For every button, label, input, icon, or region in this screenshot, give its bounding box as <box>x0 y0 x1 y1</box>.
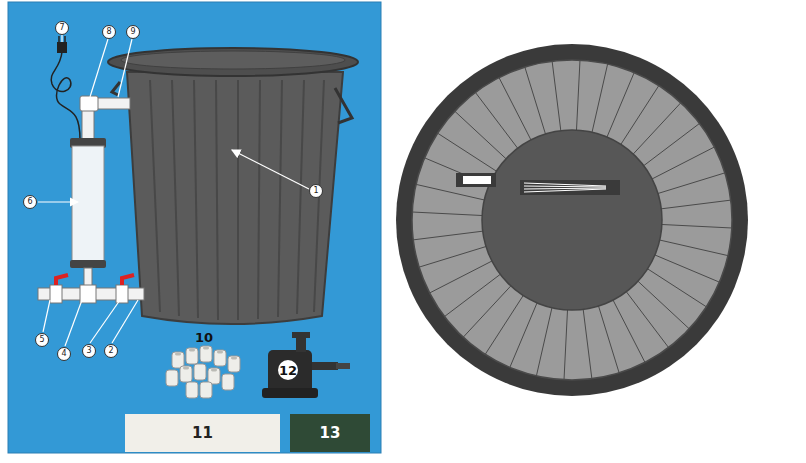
outlet-pipe <box>80 96 130 142</box>
pump <box>262 332 350 398</box>
ring-segment-line <box>552 61 561 130</box>
ring-segment-line <box>455 111 506 159</box>
ring-segment-line <box>583 309 592 378</box>
ring-segment-line <box>412 212 482 215</box>
bottom-pipe <box>38 275 144 303</box>
ring-segment-line <box>419 247 486 268</box>
panel-background <box>8 2 381 453</box>
ring-segment-line <box>536 308 552 376</box>
ring-segment-line <box>660 240 728 256</box>
ring-segment-line <box>463 286 511 337</box>
ring-segment-line <box>564 310 567 380</box>
ring-segment-line <box>430 261 492 293</box>
ring-segment-line <box>633 103 681 154</box>
ring-segment-line <box>652 147 714 179</box>
callout-number: 4 <box>61 350 66 358</box>
leader-lines <box>38 35 309 346</box>
ring-segment-line <box>592 64 608 132</box>
ring-segment-line <box>658 173 725 194</box>
ring-segment-line <box>621 86 659 145</box>
ring-segment-line <box>576 60 579 130</box>
ring-segment-line <box>607 73 634 137</box>
ring-segment-line <box>438 133 497 171</box>
top-view <box>396 44 748 396</box>
part-number: 13 <box>320 424 341 442</box>
ring-segment-line <box>510 303 537 367</box>
ring-segment-line <box>499 78 531 140</box>
filter-pad: 11 <box>125 414 280 452</box>
power-cord <box>51 36 80 140</box>
filter-column <box>70 138 106 290</box>
callout-number: 6 <box>27 198 32 206</box>
ring-segment-line <box>662 224 732 227</box>
filter-mat: 13 <box>290 414 370 452</box>
ring-segment-line <box>655 255 719 282</box>
ring-segment-line <box>648 269 707 307</box>
part-number: 12 <box>279 364 297 377</box>
callout-circles <box>24 22 323 361</box>
part-number: 10 <box>195 331 213 344</box>
ring-segment-line <box>525 67 546 134</box>
ring-segment-line <box>638 281 689 329</box>
callout-number: 5 <box>39 336 44 344</box>
callout-number: 1 <box>313 187 318 195</box>
callout-number: 8 <box>106 28 111 36</box>
callout-number: 9 <box>130 28 135 36</box>
part-number: 11 <box>192 424 213 442</box>
ring-segment-line <box>613 300 645 362</box>
callout-number: 2 <box>108 347 113 355</box>
callout-number: 3 <box>86 347 91 355</box>
callout-number: 7 <box>59 24 64 32</box>
ceramic-rings <box>166 346 240 398</box>
ring-segment-line <box>413 231 482 240</box>
ring-segment-line <box>599 306 620 373</box>
ring-segment-line <box>661 200 730 209</box>
bucket <box>108 48 358 324</box>
ring-segment-line <box>485 296 523 355</box>
